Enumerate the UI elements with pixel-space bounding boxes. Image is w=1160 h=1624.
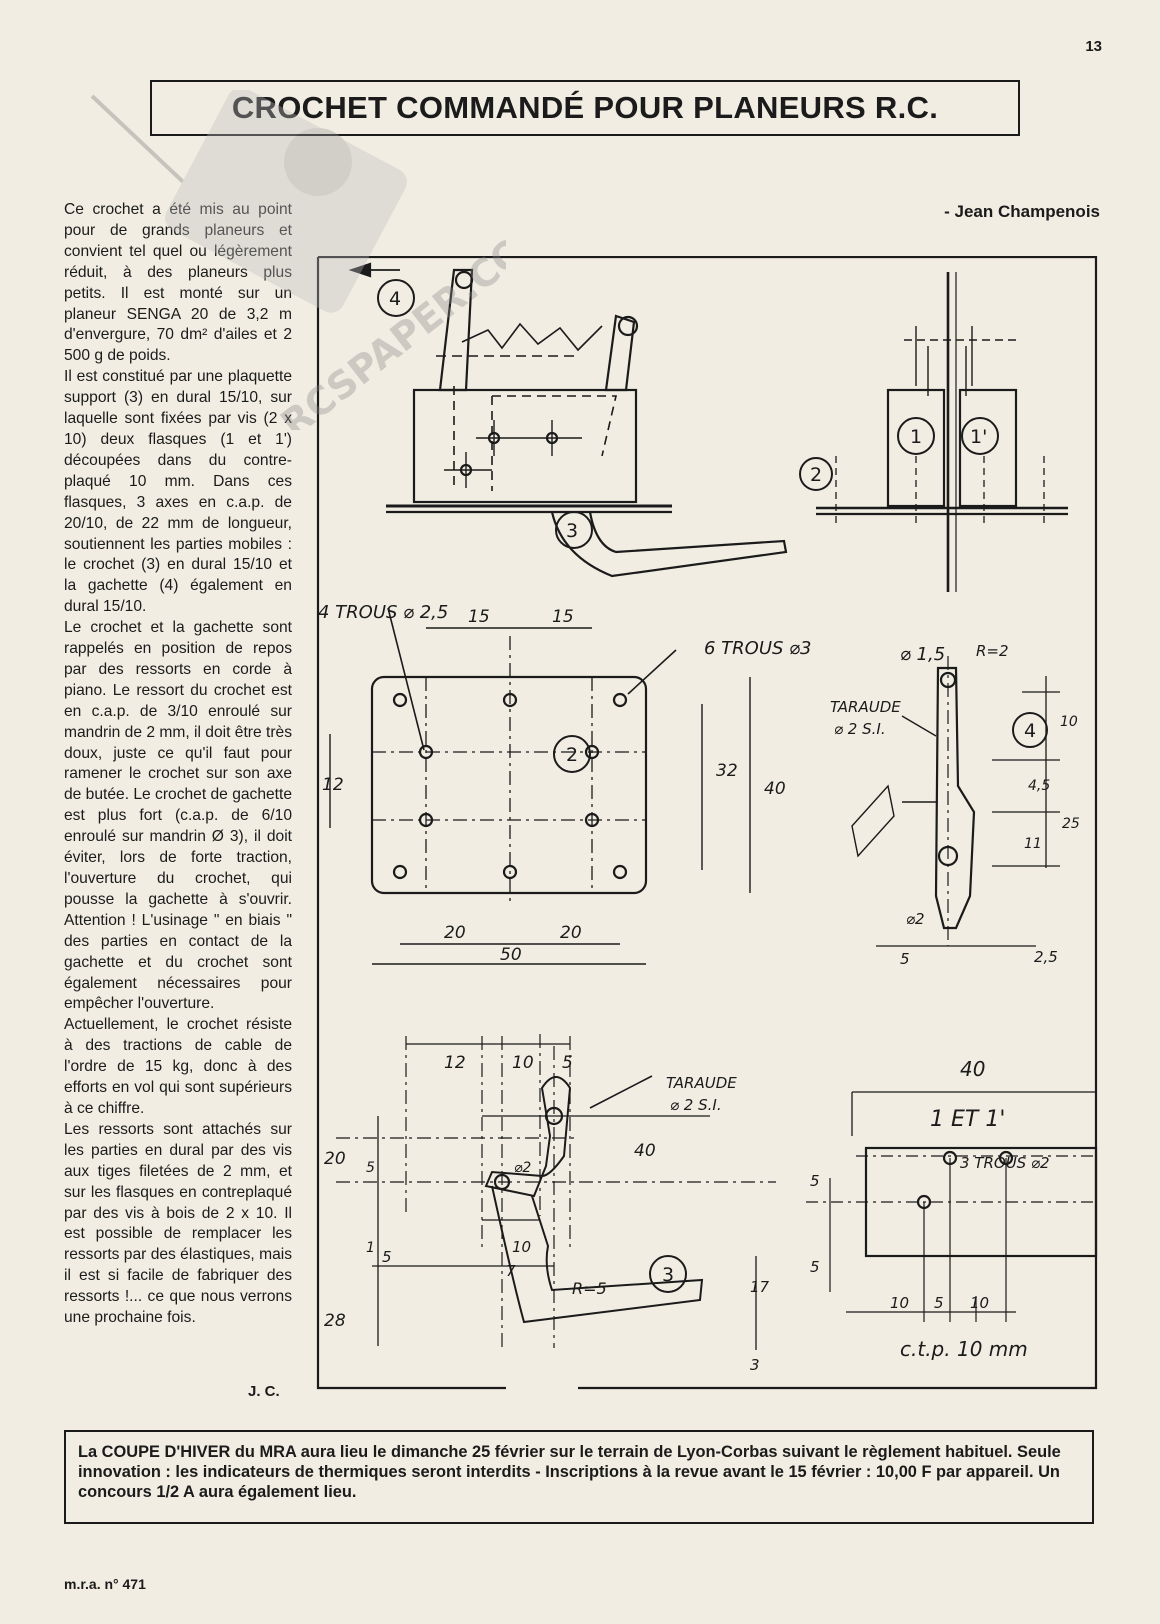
footer-issue: m.r.a. n° 471 [64,1576,146,1592]
article-title-box: CROCHET COMMANDÉ POUR PLANEURS R.C. [150,80,1020,136]
note-ctp: c.t.p. 10 mm [900,1337,1028,1361]
dim-c10: 10 [512,1053,534,1073]
note-6-holes: 6 TROUS ⌀3 [704,638,811,659]
dim-g25b: 2,5 [1034,948,1058,966]
note-taraude-2: TARAUDE [666,1074,737,1092]
part-label-1b: 1' [970,426,987,448]
part-label-1: 1 [910,426,922,448]
notice-lead: La COUPE D'HIVER du MRA [78,1443,297,1461]
dim-c3: 3 [750,1356,760,1374]
dim-c5v: 5 [366,1160,375,1176]
dim-c17: 17 [750,1278,770,1296]
note-4-holes: 4 TROUS ⌀ 2,5 [318,602,448,623]
dim-c40: 40 [634,1141,656,1161]
note-taraude-1: TARAUDE [830,698,901,716]
note-3-holes: 3 TROUS ⌀2 [960,1154,1050,1172]
notice-box: La COUPE D'HIVER du MRA aura lieu le dim… [64,1430,1094,1524]
paragraph: Les ressorts sont attachés sur les parti… [64,1120,292,1327]
note-taraude-1b: ⌀ 2 S.I. [834,720,886,738]
dim-c5b: 5 [382,1248,392,1266]
paragraph: Il est constitué par une plaquette suppo… [64,368,292,616]
note-r2: R=2 [976,642,1009,660]
dim-50: 50 [500,945,522,965]
dim-c28: 28 [324,1311,346,1331]
note-r5: R=5 [572,1279,607,1298]
dim-c5: 5 [562,1053,573,1073]
dim-c12: 12 [444,1053,466,1073]
dim-20a: 20 [444,923,466,943]
paragraph: Ce crochet a été mis au point pour de gr… [64,201,292,365]
dim-c10b: 10 [512,1238,531,1256]
dim-12: 12 [322,775,344,795]
article-body: Ce crochet a été mis au point pour de gr… [64,200,292,1329]
note-phi2-crochet: ⌀2 [514,1160,531,1176]
notice-text: aura lieu le dimanche 25 février sur le … [78,1443,1061,1501]
dim-f5c: 5 [934,1294,944,1312]
dim-c1: 1 [366,1240,375,1256]
part-label-4b: 4 [1024,720,1036,742]
dim-20b: 20 [560,923,582,943]
dim-g11: 11 [1024,836,1042,852]
dim-g5: 5 [900,950,910,968]
note-1-et-1: 1 ET 1' [930,1107,1005,1132]
note-phi2-gachette: ⌀2 [906,910,925,928]
part-label-4: 4 [389,288,401,310]
dim-40v: 40 [764,779,786,799]
dim-f10: 10 [890,1294,909,1312]
dim-f5: 5 [810,1172,820,1190]
dim-g25: 25 [1062,816,1080,832]
part-label-2: 2 [810,464,822,486]
dim-15a: 15 [468,607,490,627]
dim-f5b: 5 [810,1258,820,1276]
note-dia-15: ⌀ 1,5 [900,644,945,665]
dim-f40: 40 [960,1057,985,1081]
dim-c7: 7 [506,1262,516,1280]
dim-g45: 4,5 [1028,778,1050,794]
note-taraude-2b: ⌀ 2 S.I. [670,1096,722,1114]
part-label-2b: 2 [566,744,578,766]
page-number: 13 [1085,38,1102,55]
dim-32: 32 [716,761,738,781]
dim-f10b: 10 [970,1294,989,1312]
article-title: CROCHET COMMANDÉ POUR PLANEURS R.C. [231,90,939,125]
paragraph: Le crochet et la gachette sont rappelés … [64,619,293,1013]
part-label-3: 3 [566,520,578,542]
part-label-3b: 3 [662,1264,674,1286]
dim-c20: 20 [324,1149,346,1169]
technical-drawing: 3 4 1 1' 2 2 4 3 4 TROUS ⌀ 2,5 6 TROUS ⌀… [316,256,1098,1390]
dim-g10: 10 [1060,714,1078,730]
article-signature: J. C. [248,1383,280,1400]
article-author: - Jean Champenois [944,202,1100,221]
dim-15b: 15 [552,607,574,627]
paragraph: Actuellement, le crochet résiste à des t… [64,1016,292,1117]
